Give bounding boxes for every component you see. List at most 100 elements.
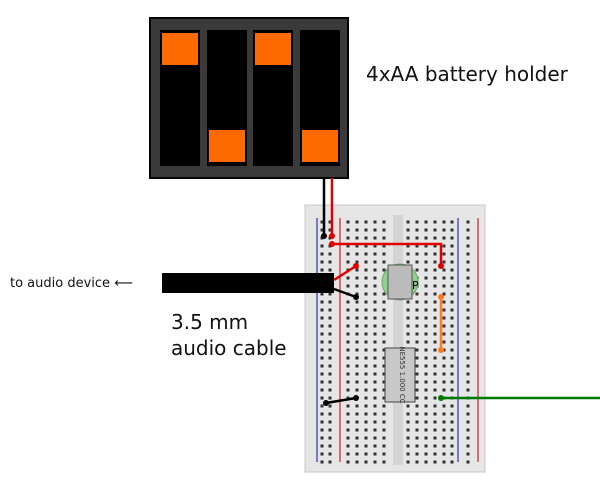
breadboard-hole xyxy=(364,460,368,464)
breadboard-hole xyxy=(364,444,368,448)
breadboard-hole xyxy=(424,348,428,352)
battery-holder-label: 4xAA battery holder xyxy=(366,62,568,86)
breadboard-hole xyxy=(320,332,324,336)
breadboard-hole xyxy=(424,300,428,304)
breadboard-hole xyxy=(424,356,428,360)
breadboard-hole xyxy=(373,356,377,360)
breadboard-hole xyxy=(450,340,454,344)
breadboard-hole xyxy=(433,324,437,328)
breadboard-hole xyxy=(382,412,386,416)
breadboard-hole xyxy=(433,460,437,464)
breadboard-hole xyxy=(373,412,377,416)
breadboard-hole xyxy=(346,444,350,448)
breadboard-hole xyxy=(424,220,428,224)
breadboard-hole xyxy=(320,324,324,328)
breadboard-hole xyxy=(320,372,324,376)
wire-end xyxy=(438,263,444,269)
breadboard-hole xyxy=(466,340,470,344)
breadboard-hole xyxy=(328,348,332,352)
breadboard-hole xyxy=(450,332,454,336)
breadboard-hole xyxy=(355,444,359,448)
wire-end xyxy=(438,294,444,300)
breadboard-hole xyxy=(433,396,437,400)
breadboard-hole xyxy=(450,260,454,264)
cable-label-line1: 3.5 mm xyxy=(171,310,249,334)
breadboard-hole xyxy=(373,428,377,432)
breadboard-hole xyxy=(373,300,377,304)
breadboard-hole xyxy=(406,300,410,304)
breadboard-hole xyxy=(328,332,332,336)
breadboard-hole xyxy=(450,388,454,392)
breadboard-hole xyxy=(424,460,428,464)
breadboard-hole xyxy=(346,260,350,264)
breadboard-hole xyxy=(346,252,350,256)
breadboard-hole xyxy=(364,284,368,288)
breadboard-hole xyxy=(466,380,470,384)
breadboard-hole xyxy=(320,244,324,248)
battery-terminal xyxy=(209,130,245,162)
breadboard-hole xyxy=(415,356,419,360)
breadboard-hole xyxy=(382,348,386,352)
breadboard-hole xyxy=(355,228,359,232)
breadboard-hole xyxy=(406,236,410,240)
breadboard-hole xyxy=(442,300,446,304)
breadboard-hole xyxy=(320,316,324,320)
breadboard-hole xyxy=(433,380,437,384)
breadboard-hole xyxy=(346,340,350,344)
breadboard-hole xyxy=(415,364,419,368)
breadboard-hole xyxy=(442,420,446,424)
breadboard-hole xyxy=(320,252,324,256)
wire-end xyxy=(353,294,359,300)
breadboard-hole xyxy=(346,364,350,368)
breadboard-hole xyxy=(320,380,324,384)
breadboard-hole xyxy=(346,316,350,320)
breadboard-hole xyxy=(346,388,350,392)
breadboard-hole xyxy=(364,308,368,312)
breadboard-hole xyxy=(346,380,350,384)
breadboard-hole xyxy=(406,316,410,320)
breadboard-hole xyxy=(355,348,359,352)
breadboard-hole xyxy=(424,380,428,384)
breadboard-hole xyxy=(433,252,437,256)
breadboard-hole xyxy=(382,460,386,464)
ic-chip: NE555 1.000 CC xyxy=(384,346,416,404)
breadboard-hole xyxy=(415,420,419,424)
breadboard-hole xyxy=(466,324,470,328)
breadboard-hole xyxy=(466,452,470,456)
breadboard-hole xyxy=(346,348,350,352)
breadboard-hole xyxy=(424,396,428,400)
breadboard-hole xyxy=(415,260,419,264)
breadboard-hole xyxy=(466,364,470,368)
breadboard-hole xyxy=(355,436,359,440)
breadboard-hole xyxy=(328,260,332,264)
breadboard-hole xyxy=(364,388,368,392)
breadboard-hole xyxy=(450,356,454,360)
breadboard-hole xyxy=(320,292,324,296)
potentiometer: P xyxy=(381,263,419,301)
breadboard-hole xyxy=(346,228,350,232)
breadboard-hole xyxy=(373,260,377,264)
breadboard-hole xyxy=(346,276,350,280)
breadboard-hole xyxy=(320,444,324,448)
breadboard-hole xyxy=(433,268,437,272)
breadboard-hole xyxy=(442,452,446,456)
breadboard-hole xyxy=(442,436,446,440)
breadboard-hole xyxy=(415,268,419,272)
breadboard-hole xyxy=(406,220,410,224)
breadboard-hole xyxy=(382,252,386,256)
breadboard-hole xyxy=(406,420,410,424)
breadboard-hole xyxy=(450,380,454,384)
breadboard-hole xyxy=(424,388,428,392)
breadboard-hole xyxy=(355,452,359,456)
breadboard-hole xyxy=(415,404,419,408)
breadboard-hole xyxy=(433,348,437,352)
breadboard-hole xyxy=(415,292,419,296)
audio-cable xyxy=(162,273,334,293)
breadboard-hole xyxy=(406,444,410,448)
breadboard-hole xyxy=(355,372,359,376)
wire-end xyxy=(329,241,335,247)
breadboard-hole xyxy=(450,444,454,448)
breadboard-hole xyxy=(373,324,377,328)
breadboard-hole xyxy=(364,316,368,320)
